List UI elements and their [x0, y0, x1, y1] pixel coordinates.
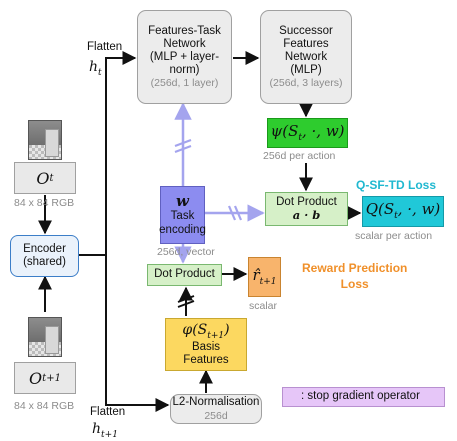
obs-top-symbol: O	[36, 168, 50, 188]
obs-top-caption: 84 x 84 RGB	[14, 197, 75, 209]
task-up-stop-grad-2	[174, 144, 192, 154]
dot-product-bottom: Dot Product	[147, 264, 222, 286]
sf-sub: (256d, 3 layers)	[269, 77, 343, 90]
sf-line4: (MLP)	[290, 64, 322, 77]
flatten-bottom-sub: t+1	[101, 429, 118, 440]
task-symbol: w	[176, 192, 189, 211]
flatten-bottom-label: Flatten	[90, 406, 125, 418]
q-box: Q(St, ·, w)	[362, 196, 444, 227]
q-caption: scalar per action	[355, 230, 433, 242]
phi-rest: )	[224, 321, 230, 338]
features-task-network: Features-Task Network (MLP + layer- norm…	[137, 10, 232, 104]
q-sub: t	[394, 211, 398, 222]
flatten-top-sub: t	[98, 67, 102, 78]
ft-line2: Network	[163, 37, 206, 50]
stop-gradient-legend: : stop gradient operator	[282, 387, 445, 407]
phi-stop-grad-1	[177, 295, 195, 303]
task-up-stop-grad-1	[174, 138, 192, 148]
psi-text: ψ(S	[270, 121, 299, 140]
successor-features-network: Successor Features Network (MLP) (256d, …	[260, 10, 352, 104]
phi-sub: t+1	[207, 330, 225, 341]
observation-bottom-image	[28, 317, 62, 357]
task-encoding-box: w Task encoding	[159, 186, 206, 244]
ft-line4: norm)	[169, 64, 200, 77]
psi-box: ψ(St, ·, w)	[267, 118, 348, 148]
flatten-top-label: Flatten	[87, 41, 122, 53]
sf-line1: Successor	[279, 24, 333, 37]
flatten-bottom-text: Flatten	[90, 406, 126, 418]
flatten-bottom-symbol: ht+1	[92, 420, 118, 440]
q-rest: , ·, w)	[397, 200, 441, 219]
sf-line3: Network	[284, 50, 328, 63]
q-loss-label: Q-SF-TD Loss	[356, 178, 436, 192]
obs-top-sub: t	[49, 172, 54, 184]
obs-bottom-caption: 84 x 84 RGB	[14, 400, 75, 412]
psi-rest: , ·, w)	[301, 121, 345, 140]
reward-loss-line1: Reward Prediction	[302, 261, 408, 275]
phi-formula: φ(St+1)	[182, 322, 229, 341]
dot-bottom-label: Dot Product	[154, 268, 215, 281]
obs-bottom-symbol: O	[29, 368, 43, 388]
q-formula: Q(St, ·, w)	[365, 200, 441, 222]
reward-symbol: r̂	[252, 265, 260, 284]
encoder-box: Encoder (shared)	[10, 235, 79, 277]
observation-top-image	[28, 120, 62, 160]
l2-label: L2-Normalisation	[172, 396, 260, 409]
phi-text: φ(S	[182, 321, 208, 338]
reward-box: r̂t+1	[248, 257, 281, 297]
legend-label: : stop gradient operator	[301, 390, 420, 403]
l2-sub: 256d	[204, 409, 228, 422]
ft-line3: (MLP + layer-	[149, 50, 220, 63]
reward-loss-line2: Loss	[340, 277, 369, 292]
q-text: Q(S	[365, 200, 395, 219]
phi-line2: Features	[183, 354, 229, 367]
phi-stop-grad-2	[177, 300, 195, 308]
dot-top-label: Dot Product	[276, 195, 337, 208]
reward-formula: r̂t+1	[252, 265, 277, 287]
sf-line2: Features	[283, 37, 329, 50]
task-right-stop-grad-2	[233, 205, 243, 221]
flatten-top-symbol: ht	[89, 58, 102, 78]
flatten-bottom-h: h	[92, 421, 102, 437]
psi-caption: 256d per action	[263, 150, 336, 162]
flatten-top-text: Flatten	[87, 41, 123, 53]
obs-bottom-sub: t+1	[42, 372, 61, 384]
task-line1: Task	[170, 210, 195, 223]
task-caption: 256d, vector	[157, 246, 215, 258]
task-right-stop-grad-1	[227, 205, 237, 221]
task-line2: encoding	[159, 223, 206, 236]
l2-normalisation-box: L2-Normalisation 256d	[170, 394, 262, 424]
dot-product-top: Dot Product a · b	[265, 192, 348, 226]
flatten-top-h: h	[89, 59, 99, 75]
psi-formula: ψ(St, ·, w)	[270, 121, 345, 143]
phi-box: φ(St+1) Basis Features	[165, 318, 247, 371]
encoder-line1: Encoder	[23, 242, 66, 255]
encoder-line2: (shared)	[23, 256, 66, 268]
ft-sub: (256d, 1 layer)	[150, 77, 219, 90]
dot-top-formula: a · b	[292, 208, 321, 222]
psi-sub: t	[298, 132, 302, 143]
reward-caption: scalar	[249, 300, 278, 312]
phi-line1: Basis	[191, 340, 221, 353]
reward-loss-label: Reward Prediction Loss	[302, 260, 407, 292]
reward-sub: t+1	[259, 276, 277, 287]
ft-line1: Features-Task	[148, 24, 221, 37]
